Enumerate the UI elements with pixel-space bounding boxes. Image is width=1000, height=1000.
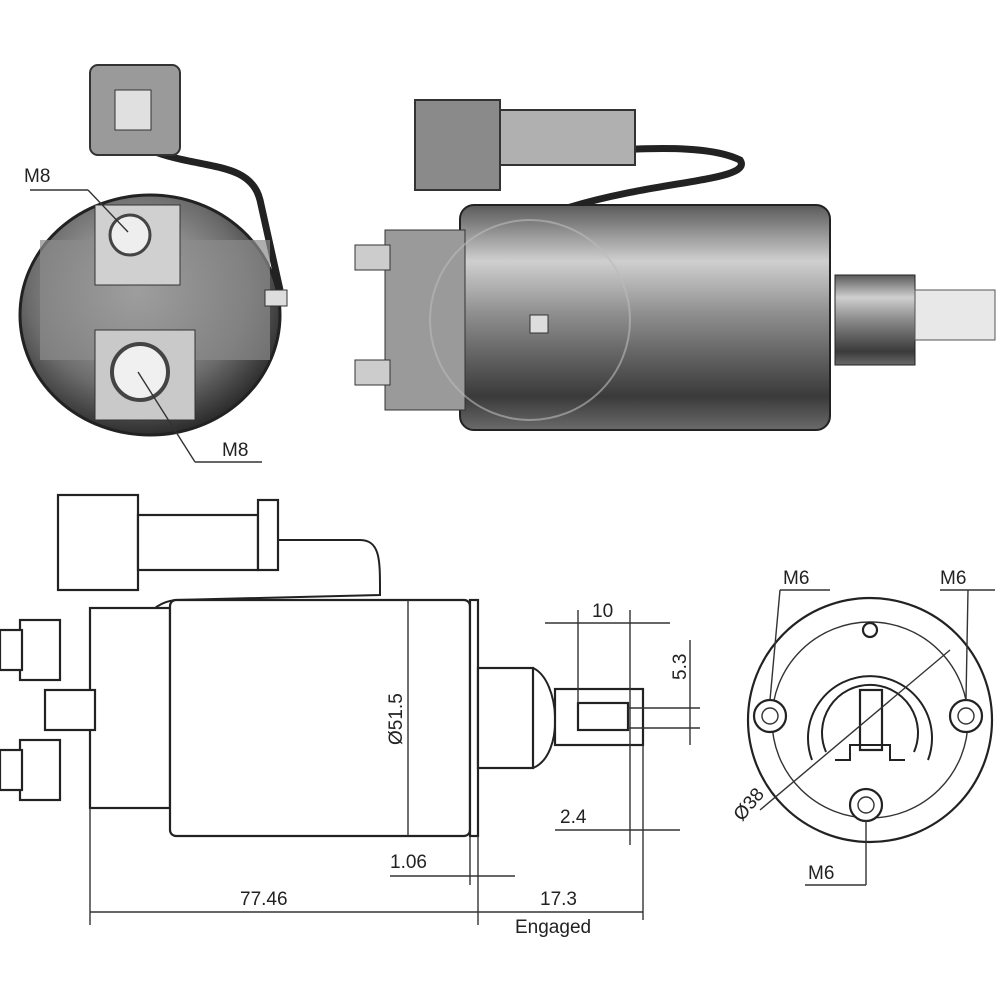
- label-body-diameter: Ø51.5: [386, 693, 407, 745]
- label-body-length: 77.46: [240, 889, 288, 910]
- end-view-drawing: [746, 589, 995, 886]
- dimension-lines: [89, 600, 691, 925]
- label-plunger-offset: 2.4: [560, 807, 587, 828]
- label-engaged-travel: 17.3: [540, 889, 577, 910]
- label-plunger-height: 5.3: [670, 654, 691, 680]
- label-flange-thickness: 1.06: [390, 852, 427, 873]
- side-elevation-drawing: [0, 493, 700, 838]
- label-bottom-terminal: M8: [222, 440, 248, 461]
- end-view-photo: [18, 64, 288, 437]
- label-mount-left: M6: [783, 568, 809, 589]
- label-engaged-caption: Engaged: [515, 917, 591, 938]
- label-top-terminal: M8: [24, 166, 50, 187]
- label-mount-right: M6: [940, 568, 966, 589]
- side-view-photo: [354, 99, 996, 431]
- label-bolt-circle: Ø38: [730, 784, 769, 825]
- label-plunger-width: 10: [592, 601, 613, 622]
- label-mount-bottom: M6: [808, 863, 834, 884]
